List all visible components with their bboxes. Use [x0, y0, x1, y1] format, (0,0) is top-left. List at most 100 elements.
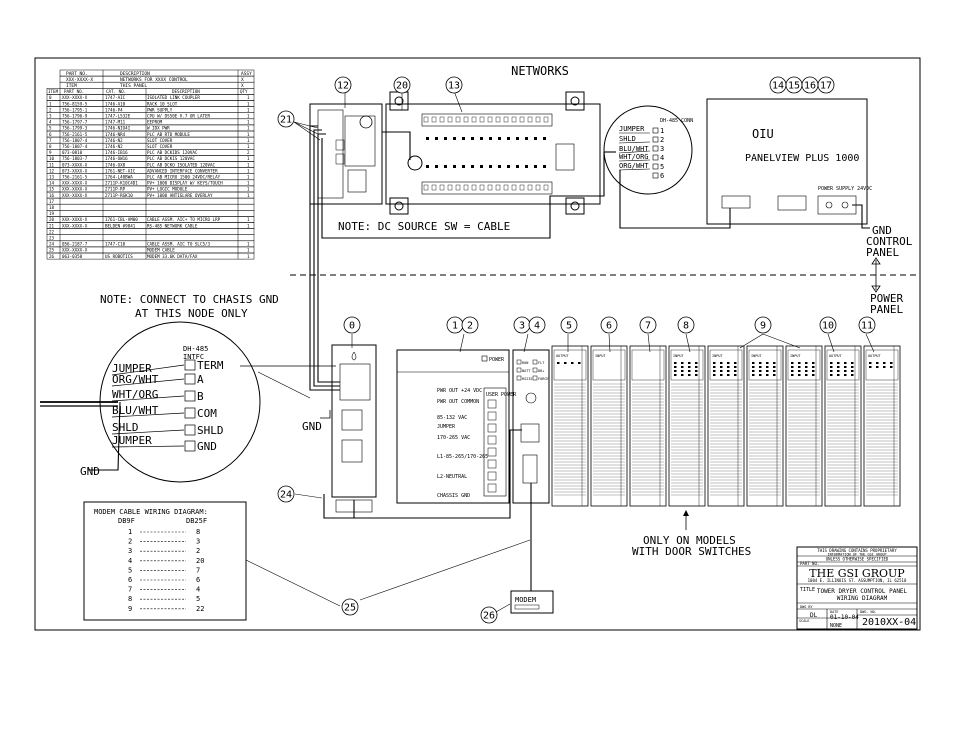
bom-cell: 16	[49, 193, 55, 198]
bom-cell: 1747-AIC	[105, 95, 126, 100]
small-conn-pin: 6	[660, 172, 664, 180]
bom-cell: 1764-L40BWA	[105, 175, 133, 180]
small-conn-pin: 1	[660, 127, 664, 135]
callout-number: 5	[566, 321, 572, 332]
dh485-wire-label: JUMPER	[112, 434, 152, 447]
drawing-date: 01-10-04	[830, 614, 859, 621]
drawing-number: 2010XX-04	[862, 617, 916, 628]
callout-circle	[817, 76, 835, 94]
dh485-terminal-label: SHLD	[197, 424, 224, 437]
dh485-wire-label: WHT/ORG	[112, 388, 158, 401]
callout-number: 6	[606, 321, 612, 332]
bom-cell: CPU W/ DS50E V.7 OR LATER	[147, 114, 211, 119]
svg-text:MODEM CABLE WIRING DIAGRAM:: MODEM CABLE WIRING DIAGRAM:	[94, 508, 208, 516]
bom-cell: 756-1795-1	[62, 107, 88, 112]
module-type-label: INPUT	[790, 354, 801, 358]
company-name: THE GSI GROUP	[809, 567, 905, 580]
bom-cell: XXX-XXXX-X	[62, 187, 88, 192]
oiu-label: OIU	[752, 127, 774, 141]
rack-slot-module	[707, 345, 745, 507]
callout-number: 25	[344, 603, 356, 614]
callout-circle	[445, 76, 463, 94]
callout-number: 4	[534, 321, 540, 332]
bom-row	[46, 234, 255, 242]
bom-cell: 1	[247, 126, 250, 131]
modem-db25-pin: 7	[196, 566, 200, 574]
callout-circle	[277, 110, 295, 128]
bom-cell: 2	[247, 150, 250, 155]
callout-circle	[639, 316, 657, 334]
dh485-wire-label: SHLD	[112, 421, 139, 434]
bom-row	[46, 197, 255, 205]
callout-number: 12	[337, 81, 349, 92]
bom-cell: XXX-XXXX-X	[62, 248, 88, 253]
callout-number: 0	[349, 321, 355, 332]
modem-db25-pin: 3	[196, 538, 200, 546]
micrologix-1500-plc	[385, 91, 601, 215]
ps-terminal-label: PWR OUT +24 VDC	[437, 388, 482, 394]
callout-number: 15	[788, 81, 800, 92]
small-conn-wire-label: BLU/WHT	[619, 145, 649, 153]
cpu-led-label: FLT	[538, 361, 545, 365]
cpu-led-label: RUN	[522, 361, 528, 365]
dh485-wire-label: BLU/WHT	[112, 404, 159, 417]
bom-cell: 1	[247, 132, 250, 137]
small-conn-pin: 2	[660, 136, 664, 144]
drawing-border	[34, 57, 921, 631]
callout-number: 10	[822, 321, 834, 332]
callout-number: 11	[861, 321, 873, 332]
bom-cell: 24	[49, 242, 55, 247]
bom-column-header: QTY	[240, 89, 248, 94]
bom-cell: PV+ LOGIC MODULE	[147, 187, 188, 192]
bom-header-cell: X	[241, 83, 244, 89]
bom-cell: 1746-OW16	[105, 156, 128, 161]
bom-cell: 063-0358	[62, 254, 83, 259]
dh485-connector-detail: DH-485 CONN 123456JUMPERSHLDBLU/WHTWHT/O…	[603, 105, 693, 195]
bom-cell: 1	[247, 217, 250, 222]
svg-text:DH-485: DH-485	[183, 345, 208, 353]
title-block-header-2: INFORMATION OF THE GSI GROUP	[827, 553, 886, 557]
bom-cell: 1	[247, 242, 250, 247]
bom-row	[46, 228, 255, 235]
bom-cell: 756-1797-7	[62, 120, 88, 125]
rack-slot-module	[785, 345, 823, 507]
bom-cell: 13	[49, 175, 55, 180]
title-block-header-1: THIS DRAWING CONTAINS PROPRIETARY	[817, 548, 897, 553]
callout-circle	[480, 606, 498, 624]
small-conn-wire-label: WHT/ORG	[619, 153, 649, 161]
note-chassis-2: AT THIS NODE ONLY	[135, 307, 248, 320]
bom-cell: RACK 10 SLOT	[147, 101, 178, 106]
rack-slot-module	[824, 345, 862, 507]
bom-cell: 2	[49, 107, 52, 112]
bom-cell: PLC AB MICRO 1500 24VDC/RELAY	[147, 175, 221, 180]
callout-circle	[677, 316, 695, 334]
bom-cell: 20	[49, 217, 55, 222]
bom-cell: CABLE ASSM. AIC+ TO MICRO LRP	[147, 217, 221, 222]
bom-cell: 1	[247, 168, 250, 173]
dh485-terminal-label: GND	[197, 440, 217, 453]
callout-circle	[393, 76, 411, 94]
bom-cell: 0	[49, 95, 52, 100]
callout-number: 14	[772, 81, 784, 92]
bom-cell: 21	[49, 223, 55, 228]
bom-row	[46, 203, 255, 211]
svg-text:INTFC: INTFC	[183, 353, 204, 361]
callout-number: 26	[483, 611, 495, 622]
modem-db25-pin: 6	[196, 576, 200, 584]
modem-db9-pin: 6	[128, 576, 132, 584]
bom-cell: XXX-XXXX-X	[62, 193, 88, 198]
dh485-wire-label: JUMPER	[112, 362, 152, 375]
callout-circle	[858, 316, 876, 334]
bom-cell: 25	[49, 248, 55, 253]
svg-text:DB9F: DB9F	[118, 517, 135, 525]
module-type-label: INPUT	[673, 354, 684, 358]
bom-row	[46, 210, 255, 217]
bom-cell: 4	[49, 120, 52, 125]
bom-cell: 1747-M11	[105, 120, 126, 125]
bom-cell: 1746-IB16	[105, 150, 128, 155]
bom-cell: 1746-OX8	[105, 162, 126, 167]
bom-cell: PLC AB RTD MODULE	[147, 132, 190, 137]
bom-cell: 1	[247, 187, 250, 192]
